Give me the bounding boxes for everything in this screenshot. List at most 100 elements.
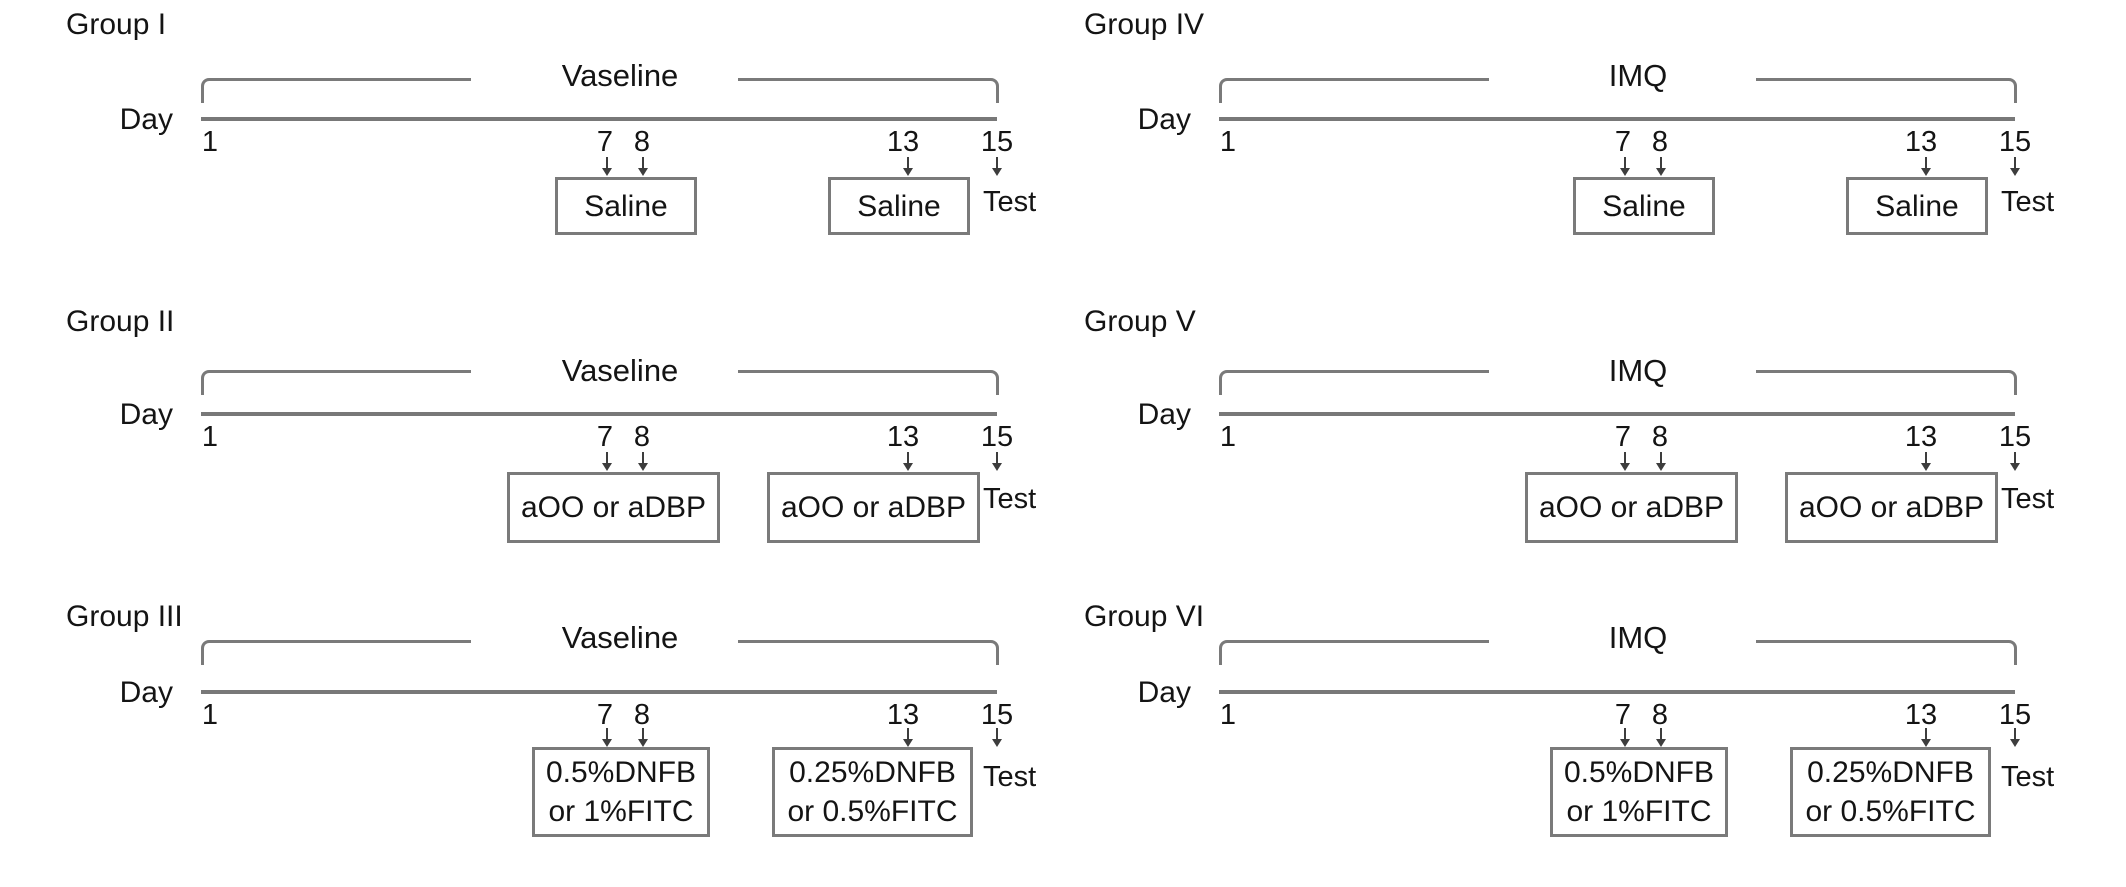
panel-group-ii: Group II Vaseline Day 1 7 8 13 15 aOO or…	[30, 297, 1105, 592]
test-label: Test	[2001, 483, 2055, 515]
down-arrow-icon	[637, 452, 649, 471]
treatment-box-2: Saline	[828, 177, 970, 235]
treatment-bracket-left	[201, 370, 471, 395]
down-arrow-icon	[1619, 157, 1631, 176]
treatment-label: IMQ	[1608, 620, 1668, 655]
down-arrow-icon	[2009, 728, 2021, 747]
treatment-label: IMQ	[1608, 353, 1668, 388]
treatment-box-line: or 1%FITC	[1566, 795, 1712, 828]
treatment-box-line: Saline	[1875, 189, 1959, 223]
down-arrow-icon	[991, 157, 1003, 176]
treatment-bracket-left	[201, 640, 471, 665]
treatment-box-2: Saline	[1846, 177, 1988, 235]
test-label: Test	[2001, 186, 2055, 218]
treatment-box-line: aOO or aDBP	[1798, 491, 1985, 524]
panel-group-vi: Group VI IMQ Day 1 7 8 13 15 0.5%DNFB or…	[1048, 592, 2123, 887]
down-arrow-icon	[1655, 728, 1667, 747]
treatment-box-1: aOO or aDBP	[1525, 472, 1738, 543]
tick-day-1: 1	[201, 699, 219, 731]
treatment-label: Vaseline	[561, 353, 679, 388]
treatment-bracket-left	[1219, 640, 1489, 665]
tick-day-7: 7	[596, 126, 614, 158]
day-axis-label: Day	[1137, 676, 1191, 709]
down-arrow-icon	[902, 728, 914, 747]
treatment-bracket-right	[738, 640, 999, 665]
down-arrow-icon	[637, 728, 649, 747]
treatment-box-1: 0.5%DNFB or 1%FITC	[532, 747, 710, 837]
treatment-bracket-left	[1219, 78, 1489, 103]
test-label: Test	[2001, 761, 2055, 793]
panel-group-i: Group I Vaseline Day 1 7 8 13 15 Saline …	[30, 0, 1105, 295]
tick-day-7: 7	[1614, 421, 1632, 453]
treatment-box-line: aOO or aDBP	[520, 491, 707, 524]
group-label: Group VI	[1084, 600, 1205, 633]
tick-day-1: 1	[1219, 699, 1237, 731]
treatment-box-line: aOO or aDBP	[780, 491, 967, 524]
down-arrow-icon	[902, 157, 914, 176]
tick-day-7: 7	[1614, 699, 1632, 731]
panel-group-iii: Group III Vaseline Day 1 7 8 13 15 0.5%D…	[30, 592, 1105, 887]
treatment-bracket-right	[1756, 640, 2017, 665]
treatment-box-line: aOO or aDBP	[1538, 491, 1725, 524]
tick-day-8: 8	[1651, 126, 1669, 158]
down-arrow-icon	[2009, 452, 2021, 471]
group-label: Group IV	[1084, 8, 1205, 41]
timeline	[201, 690, 997, 694]
timeline	[201, 412, 997, 416]
treatment-box-line: 0.5%DNFB	[545, 756, 697, 789]
day-axis-label: Day	[119, 398, 173, 431]
timeline	[201, 117, 997, 121]
treatment-box-2: 0.25%DNFB or 0.5%FITC	[772, 747, 973, 837]
treatment-box-line: Saline	[584, 189, 668, 223]
tick-day-7: 7	[596, 421, 614, 453]
treatment-box-line: Saline	[1602, 189, 1686, 223]
treatment-box-1: 0.5%DNFB or 1%FITC	[1550, 747, 1728, 837]
down-arrow-icon	[1655, 157, 1667, 176]
down-arrow-icon	[637, 157, 649, 176]
down-arrow-icon	[1619, 728, 1631, 747]
tick-day-8: 8	[1651, 421, 1669, 453]
tick-day-13: 13	[1904, 126, 1938, 158]
tick-day-15: 15	[1998, 126, 2032, 158]
treatment-box-1: Saline	[1573, 177, 1715, 235]
tick-day-8: 8	[1651, 699, 1669, 731]
tick-day-13: 13	[886, 126, 920, 158]
down-arrow-icon	[1920, 157, 1932, 176]
tick-day-15: 15	[1998, 421, 2032, 453]
down-arrow-icon	[1619, 452, 1631, 471]
test-label: Test	[983, 186, 1037, 218]
tick-day-7: 7	[1614, 126, 1632, 158]
test-label: Test	[983, 483, 1037, 515]
treatment-box-2: 0.25%DNFB or 0.5%FITC	[1790, 747, 1991, 837]
tick-day-15: 15	[1998, 699, 2032, 731]
tick-day-13: 13	[886, 421, 920, 453]
treatment-label: Vaseline	[561, 620, 679, 655]
treatment-bracket-right	[1756, 78, 2017, 103]
down-arrow-icon	[1655, 452, 1667, 471]
day-axis-label: Day	[119, 676, 173, 709]
treatment-box-1: aOO or aDBP	[507, 472, 720, 543]
down-arrow-icon	[991, 728, 1003, 747]
tick-day-7: 7	[596, 699, 614, 731]
treatment-box-line: 0.5%DNFB	[1563, 756, 1715, 789]
timeline	[1219, 690, 2015, 694]
treatment-bracket-right	[738, 78, 999, 103]
down-arrow-icon	[601, 157, 613, 176]
treatment-bracket-right	[1756, 370, 2017, 395]
treatment-box-line: or 0.5%FITC	[787, 795, 958, 828]
treatment-box-line: or 0.5%FITC	[1805, 795, 1976, 828]
treatment-box-2: aOO or aDBP	[767, 472, 980, 543]
treatment-bracket-right	[738, 370, 999, 395]
treatment-box-line: 0.25%DNFB	[1807, 756, 1974, 789]
down-arrow-icon	[902, 452, 914, 471]
down-arrow-icon	[2009, 157, 2021, 176]
group-label: Group I	[66, 8, 167, 41]
group-label: Group V	[1084, 305, 1196, 338]
treatment-label: Vaseline	[561, 58, 679, 93]
tick-day-1: 1	[201, 126, 219, 158]
down-arrow-icon	[601, 452, 613, 471]
treatment-box-1: Saline	[555, 177, 697, 235]
down-arrow-icon	[601, 728, 613, 747]
tick-day-1: 1	[1219, 421, 1237, 453]
treatment-box-line: 0.25%DNFB	[789, 756, 956, 789]
